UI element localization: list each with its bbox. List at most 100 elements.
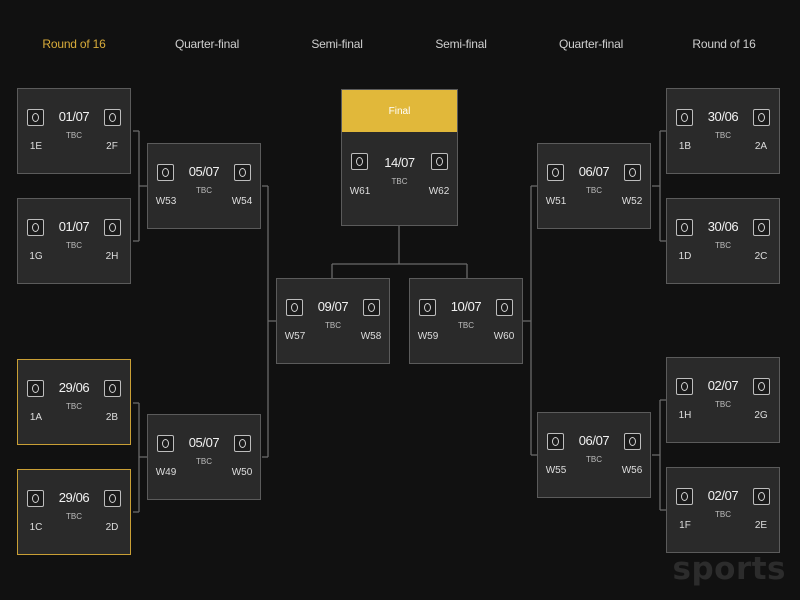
match-card-r16-1g-2h[interactable]: 01/07 TBC 1G 2H xyxy=(17,198,131,284)
away-team-label: W62 xyxy=(428,186,450,197)
away-team-label: 2F xyxy=(106,141,118,152)
header-semi-final-left: Semi-final xyxy=(311,37,363,51)
header-round-of-16-right: Round of 16 xyxy=(692,37,756,51)
team-flag-placeholder-icon xyxy=(624,433,641,450)
team-flag-placeholder-icon xyxy=(753,109,770,126)
match-status: TBC xyxy=(66,402,82,411)
match-status: TBC xyxy=(715,131,731,140)
home-team-label: 1E xyxy=(29,141,43,152)
home-team-label: 1B xyxy=(678,141,692,152)
match-date: 02/07 xyxy=(707,488,739,503)
match-status: TBC xyxy=(586,455,602,464)
team-flag-placeholder-icon xyxy=(753,488,770,505)
team-flag-placeholder-icon xyxy=(27,490,44,507)
match-card-r16-1d-2c[interactable]: 30/06 TBC 1D 2C xyxy=(666,198,780,284)
final-label: Final xyxy=(342,90,457,132)
team-flag-placeholder-icon xyxy=(104,380,121,397)
away-team-label: 2E xyxy=(754,520,768,531)
team-flag-placeholder-icon xyxy=(676,378,693,395)
match-card-r16-1c-2d[interactable]: 29/06 TBC 1C 2D xyxy=(17,469,131,555)
team-flag-placeholder-icon xyxy=(27,380,44,397)
match-status: TBC xyxy=(66,512,82,521)
team-flag-placeholder-icon xyxy=(676,488,693,505)
match-card-r16-1e-2f[interactable]: 01/07 TBC 1E 2F xyxy=(17,88,131,174)
match-status: TBC xyxy=(325,321,341,330)
match-card-sf-w57-w58[interactable]: 09/07 TBC W57 W58 xyxy=(276,278,390,364)
match-card-r16-1a-2b[interactable]: 29/06 TBC 1A 2B xyxy=(17,359,131,445)
home-team-label: W55 xyxy=(545,465,567,476)
match-status: TBC xyxy=(715,241,731,250)
match-date: 05/07 xyxy=(188,164,220,179)
team-flag-placeholder-icon xyxy=(351,153,368,170)
away-team-label: 2G xyxy=(754,410,768,421)
home-team-label: 1F xyxy=(679,520,691,531)
match-card-qf-w53-w54[interactable]: 05/07 TBC W53 W54 xyxy=(147,143,261,229)
team-flag-placeholder-icon xyxy=(234,164,251,181)
match-card-r16-1b-2a[interactable]: 30/06 TBC 1B 2A xyxy=(666,88,780,174)
match-date: 01/07 xyxy=(58,109,90,124)
match-status: TBC xyxy=(586,186,602,195)
away-team-label: 2C xyxy=(754,251,768,262)
team-flag-placeholder-icon xyxy=(753,219,770,236)
match-date: 06/07 xyxy=(578,164,610,179)
match-status: TBC xyxy=(458,321,474,330)
match-status: TBC xyxy=(196,457,212,466)
team-flag-placeholder-icon xyxy=(676,109,693,126)
away-team-label: 2D xyxy=(105,522,119,533)
team-flag-placeholder-icon xyxy=(104,219,121,236)
home-team-label: 1G xyxy=(29,251,43,262)
team-flag-placeholder-icon xyxy=(157,435,174,452)
match-date: 14/07 xyxy=(384,155,415,170)
sports-watermark: sports xyxy=(672,551,786,587)
team-flag-placeholder-icon xyxy=(104,109,121,126)
match-status: TBC xyxy=(715,510,731,519)
team-flag-placeholder-icon xyxy=(286,299,303,316)
match-date: 29/06 xyxy=(58,490,90,505)
team-flag-placeholder-icon xyxy=(234,435,251,452)
team-flag-placeholder-icon xyxy=(676,219,693,236)
home-team-label: 1D xyxy=(678,251,692,262)
match-status: TBC xyxy=(391,177,408,186)
away-team-label: W50 xyxy=(231,467,253,478)
match-date: 30/06 xyxy=(707,109,739,124)
home-team-label: W49 xyxy=(155,467,177,478)
team-flag-placeholder-icon xyxy=(27,219,44,236)
match-status: TBC xyxy=(66,131,82,140)
match-card-sf-w59-w60[interactable]: 10/07 TBC W59 W60 xyxy=(409,278,523,364)
match-status: TBC xyxy=(715,400,731,409)
away-team-label: W60 xyxy=(493,331,515,342)
away-team-label: W52 xyxy=(621,196,643,207)
team-flag-placeholder-icon xyxy=(104,490,121,507)
team-flag-placeholder-icon xyxy=(431,153,448,170)
match-date: 02/07 xyxy=(707,378,739,393)
match-card-qf-w49-w50[interactable]: 05/07 TBC W49 W50 xyxy=(147,414,261,500)
header-quarter-final-right: Quarter-final xyxy=(558,37,624,51)
match-date: 30/06 xyxy=(707,219,739,234)
match-date: 05/07 xyxy=(188,435,220,450)
away-team-label: 2A xyxy=(754,141,768,152)
away-team-label: W56 xyxy=(621,465,643,476)
header-semi-final-right: Semi-final xyxy=(435,37,487,51)
team-flag-placeholder-icon xyxy=(363,299,380,316)
match-card-qf-w51-w52[interactable]: 06/07 TBC W51 W52 xyxy=(537,143,651,229)
home-team-label: W59 xyxy=(417,331,439,342)
home-team-label: 1H xyxy=(678,410,692,421)
away-team-label: 2H xyxy=(105,251,119,262)
home-team-label: W51 xyxy=(545,196,567,207)
team-flag-placeholder-icon xyxy=(547,433,564,450)
match-card-r16-1f-2e[interactable]: 02/07 TBC 1F 2E xyxy=(666,467,780,553)
match-date: 10/07 xyxy=(450,299,482,314)
home-team-label: 1C xyxy=(29,522,43,533)
header-round-of-16-left: Round of 16 xyxy=(42,37,106,51)
team-flag-placeholder-icon xyxy=(624,164,641,181)
team-flag-placeholder-icon xyxy=(419,299,436,316)
home-team-label: W61 xyxy=(349,186,371,197)
match-card-r16-1h-2g[interactable]: 02/07 TBC 1H 2G xyxy=(666,357,780,443)
home-team-label: 1A xyxy=(29,412,43,423)
match-card-final[interactable]: Final 14/07 TBC W61 W62 xyxy=(341,89,458,226)
match-date: 01/07 xyxy=(58,219,90,234)
match-date: 29/06 xyxy=(58,380,90,395)
match-card-qf-w55-w56[interactable]: 06/07 TBC W55 W56 xyxy=(537,412,651,498)
away-team-label: 2B xyxy=(105,412,119,423)
